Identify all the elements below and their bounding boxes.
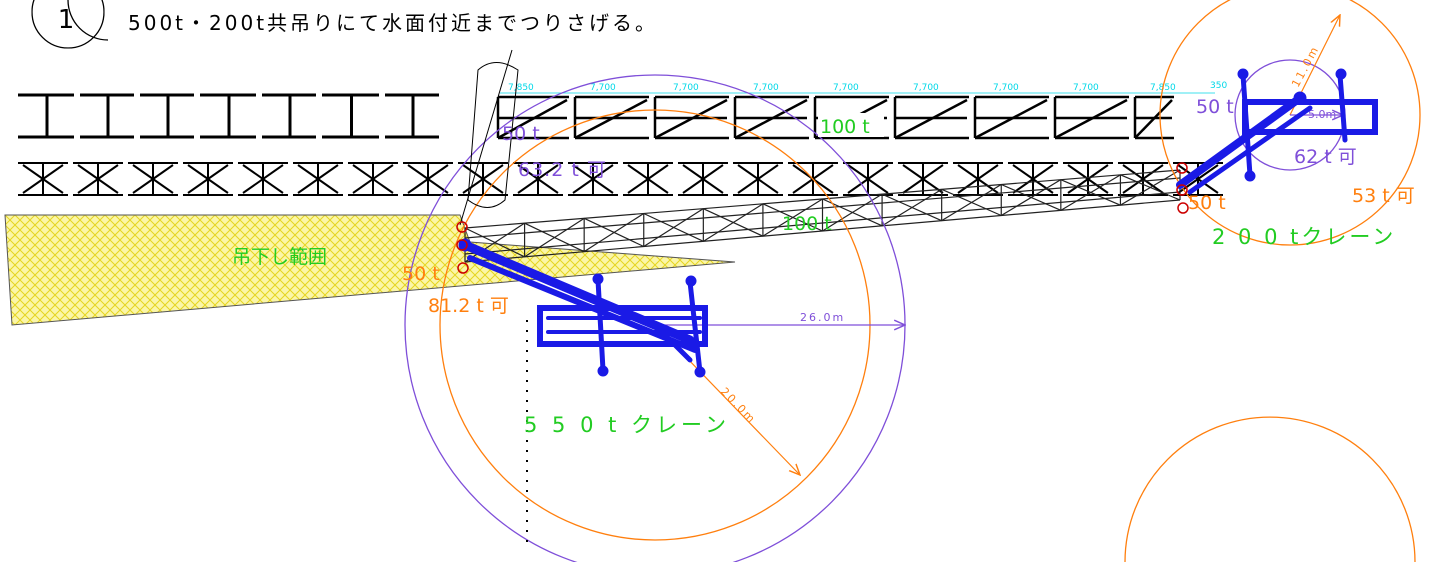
truss-panel [348,162,398,196]
truss-panel [73,162,123,196]
truss-panel [513,162,563,196]
span-dimensions: 7,850 7,700 7,700 7,700 7,700 7,700 7,700 7,700… [500,81,1227,94]
truss-panel [1118,162,1168,196]
truss-panel [238,162,288,196]
span-dimension-label: 7,700 [673,83,699,93]
girder-frame [140,93,194,139]
load-label-100t-upper: 100 t [820,116,870,138]
capacity-label-63t: 63.2 t 可 [518,159,607,181]
step-circle-outline [32,0,104,48]
span-dimension-label: 7,700 [913,83,939,93]
girder-bay [1133,95,1174,140]
truss-panel [458,162,508,196]
capacity-label-81t: 81.2 t 可 [428,295,509,317]
truss-panel [678,162,728,196]
girder-bay [496,95,569,140]
crane-200t-label: 2 0 0 tクレーン [1212,225,1396,249]
hanging-range-area [4,214,736,326]
girder-frame [200,93,256,139]
span-dimension-label: 7,700 [753,83,779,93]
girder-frame [385,93,439,139]
load-label-100t-lower: 100 t [782,213,832,235]
load-label-50t-left: 50 t [402,263,440,285]
truss-panel [843,162,893,196]
span-dimension-label: 7,700 [993,83,1019,93]
truss-panel [623,162,673,196]
truss-panel [183,162,233,196]
truss-panel [1063,162,1113,196]
span-dimension-label: 7,850 [508,83,534,93]
capacity-label-53t: 53 t 可 [1352,185,1415,207]
girder-bay [573,95,649,140]
instruction-text: 500t・200t共吊りにて水面付近までつりさげる。 [128,11,658,35]
girder-frame [262,93,316,139]
girder-frame [322,93,379,139]
crane-550t-label: 5 5 0 t クレーン [524,413,730,437]
girder-bay [973,95,1049,140]
crane-550t [458,238,708,378]
truss-panel [898,162,948,196]
end-offset-label: 350 [1210,81,1227,91]
truss-panel [953,162,1003,196]
span-dimension-label: 7,700 [833,83,859,93]
truss-panel [293,162,343,196]
girder-bay [733,95,809,140]
hanging-range-label: 吊下し範囲 [232,246,327,268]
truss-panel [128,162,178,196]
step-circle [67,0,109,41]
girder-frame [80,93,134,139]
radius-label-26m: 26.0m [800,311,845,324]
load-label-50t-right-upper: 50 t [1196,96,1234,118]
girder-bay [653,95,729,140]
crane-200t [1176,68,1378,195]
girder-bay [893,95,969,140]
girder-bay [1053,95,1129,140]
truss-panel [733,162,783,196]
girder-frame [18,93,74,139]
callout-leader [459,49,513,226]
truss-panel [568,162,618,196]
radius-circle-next-step [1124,416,1416,562]
hook-markers [456,162,1189,274]
radius-label-5m: 5.0m [1308,108,1336,121]
truss-panel [403,162,453,196]
step-number: 1 [58,5,75,35]
step-header: 1 500t・200t共吊りにて水面付近までつりさげる。 [32,0,658,49]
callout-outline [467,62,519,208]
truss-panel [18,162,68,196]
load-label-50t-right-lower: 50 t [1188,192,1226,214]
load-label-50t-upper: 50 t [502,123,540,145]
girder-plan [18,93,1174,140]
span-dimension-label: 7,700 [590,83,616,93]
span-dimension-label: 7,700 [1073,83,1099,93]
capacity-label-62t: 62 t 可 [1294,146,1357,168]
radius-circle-200t-11m [1159,0,1421,246]
